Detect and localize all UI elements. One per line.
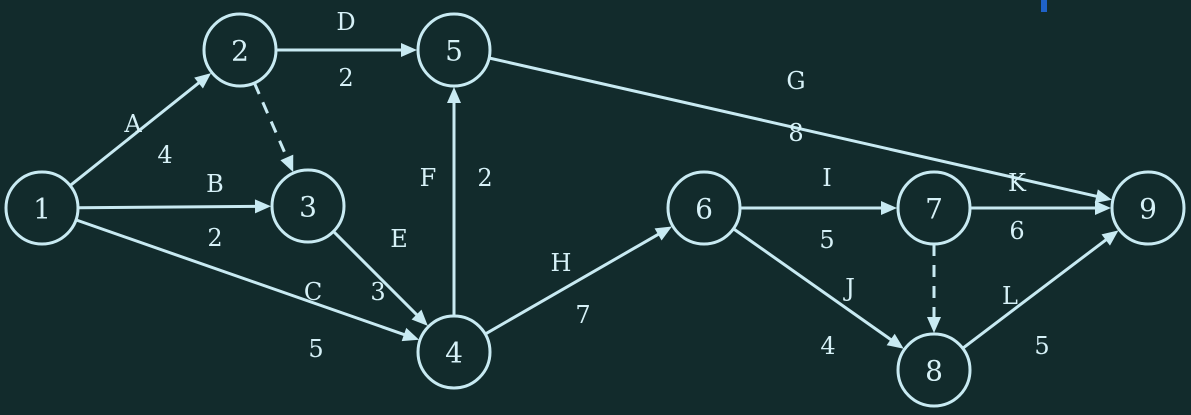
arrowhead-6-8 (886, 333, 904, 349)
arrowhead-4-6 (654, 226, 672, 241)
arrowhead-5-9 (1094, 189, 1112, 204)
activity-label-2-5: D (336, 8, 355, 36)
arrowhead-8-9 (1101, 230, 1119, 246)
activity-label-1-4: C (304, 278, 322, 306)
node-circle-9 (1110, 170, 1186, 246)
node-circle-7 (896, 170, 972, 246)
activity-label-4-6: H (551, 249, 572, 277)
duration-label-4-5: 2 (477, 164, 492, 192)
edge-7-9 (970, 201, 1111, 215)
arrowhead-2-3 (280, 154, 294, 173)
node-8: 8 (896, 332, 972, 408)
activity-label-7-9: K (1008, 169, 1027, 197)
edge-6-7 (740, 201, 897, 215)
activity-label-5-9: G (786, 67, 805, 95)
node-label-3: 3 (299, 191, 317, 224)
activity-line-1-2 (69, 80, 202, 187)
node-7: 7 (896, 170, 972, 246)
node-label-8: 8 (925, 355, 943, 388)
node-label-4: 4 (445, 337, 463, 370)
node-3: 3 (270, 168, 346, 244)
edge-6-8 (732, 227, 904, 349)
duration-label-1-2: 4 (157, 141, 172, 169)
edges-layer (69, 43, 1119, 350)
node-circle-3 (270, 168, 346, 244)
edge-1-4 (75, 218, 420, 342)
activity-line-1-3 (77, 204, 258, 210)
node-label-9: 9 (1139, 193, 1157, 226)
edge-8-9 (961, 230, 1119, 350)
node-circle-8 (896, 332, 972, 408)
arrowhead-7-9 (1095, 201, 1111, 215)
edge-7-8 (927, 244, 941, 333)
node-label-6: 6 (695, 193, 713, 226)
arrowhead-1-4 (401, 327, 420, 342)
edge-3-4 (332, 230, 428, 326)
activity-label-6-7: I (822, 164, 831, 192)
edge-2-5 (276, 43, 417, 57)
dummy-activity-line-2-3 (253, 82, 289, 160)
activity-label-6-8: J (842, 274, 855, 302)
duration-label-6-7: 5 (819, 226, 834, 254)
duration-label-3-4: 3 (370, 278, 385, 306)
edge-4-5 (447, 87, 461, 316)
activity-label-4-5: F (420, 164, 437, 192)
node-circle-2 (202, 12, 278, 88)
edge-5-9 (488, 56, 1112, 204)
node-5: 5 (416, 12, 492, 88)
activity-label-1-2: A (123, 110, 142, 138)
edge-1-3 (77, 199, 272, 214)
arrowhead-6-7 (881, 201, 897, 215)
node-label-7: 7 (925, 193, 943, 226)
node-circle-4 (416, 314, 492, 390)
arrowhead-2-5 (401, 43, 417, 57)
arrowhead-7-8 (927, 317, 941, 333)
activity-label-8-9: L (1002, 282, 1018, 310)
activity-line-1-4 (75, 218, 407, 337)
node-circle-5 (416, 12, 492, 88)
arrowhead-3-4 (411, 309, 428, 326)
arrowhead-1-3 (254, 199, 272, 214)
activity-line-5-9 (488, 56, 1099, 199)
duration-label-2-5: 2 (338, 64, 353, 92)
edge-2-3 (253, 82, 294, 173)
duration-label-1-3: 2 (207, 224, 222, 252)
node-9: 9 (1110, 170, 1186, 246)
activity-line-3-4 (332, 230, 419, 317)
arrowhead-4-5 (447, 87, 461, 103)
edge-4-6 (484, 226, 672, 336)
duration-label-6-8: 4 (820, 332, 835, 360)
node-2: 2 (202, 12, 278, 88)
activity-label-1-3: B (206, 170, 224, 198)
node-4: 4 (416, 314, 492, 390)
node-label-1: 1 (33, 193, 51, 226)
duration-label-7-9: 6 (1009, 217, 1024, 245)
edge-1-2 (69, 73, 212, 187)
node-label-5: 5 (445, 35, 463, 68)
duration-label-8-9: 5 (1034, 332, 1049, 360)
node-6: 6 (666, 170, 742, 246)
duration-label-4-6: 7 (575, 301, 590, 329)
node-circle-6 (666, 170, 742, 246)
corner-mark (1041, 0, 1047, 12)
node-1: 1 (4, 170, 80, 246)
duration-label-5-9: 8 (788, 119, 803, 147)
activity-line-4-6 (484, 232, 661, 336)
nodes-layer: 1 2 3 4 5 6 7 8 9 (4, 12, 1186, 408)
arrowhead-1-2 (194, 73, 212, 89)
node-label-2: 2 (231, 35, 249, 68)
node-circle-1 (4, 170, 80, 246)
activity-label-3-4: E (390, 225, 408, 253)
activity-line-6-8 (732, 227, 894, 342)
activity-line-8-9 (961, 237, 1109, 350)
duration-label-1-4: 5 (308, 335, 323, 363)
